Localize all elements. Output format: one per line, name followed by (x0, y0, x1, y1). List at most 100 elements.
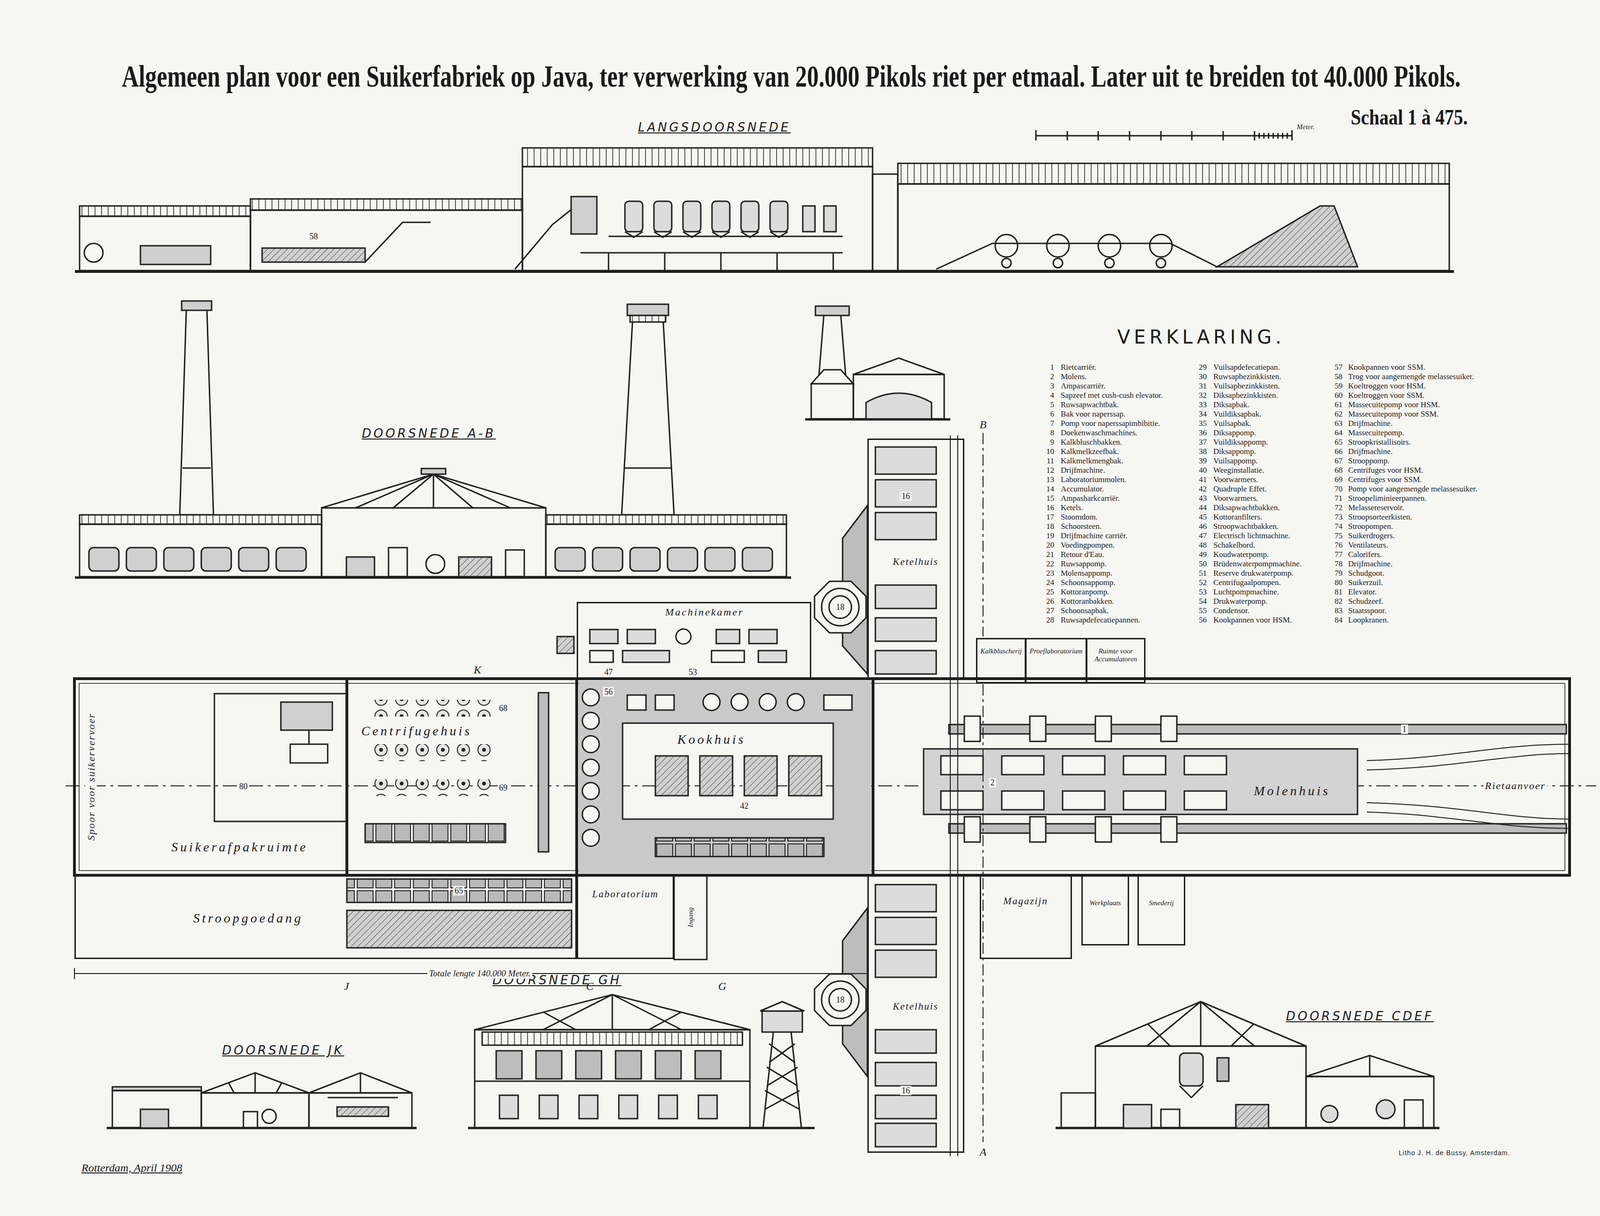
legend-number-holder: 42 (1198, 484, 1207, 494)
legend-number-holder: 8 (1050, 428, 1055, 438)
ground-plan-part (711, 650, 745, 663)
legend-number: 19 (1046, 531, 1055, 541)
legend-number-holder: 47 (1198, 531, 1207, 541)
section-gh-part (698, 1095, 718, 1119)
cross-section-ab-part (545, 514, 787, 525)
longitudinal-section-part (1217, 205, 1358, 267)
legend-entry-holder: Kookpannen voor HSM. (1213, 615, 1292, 625)
legend-number: 32 (1198, 390, 1207, 401)
legend-entry-holder: Schudgoot. (1348, 568, 1385, 579)
ground-plan-part (964, 716, 981, 742)
legend-entry-holder: Ketels. (1060, 503, 1084, 513)
boiler-elevation-part (815, 306, 850, 316)
longitudinal-section-part (872, 174, 898, 271)
section-jk-part (201, 1093, 309, 1129)
legend-entry-holder: Condensor. (1213, 606, 1250, 616)
ground-plan-part (367, 779, 492, 797)
legend-entry-holder: Luchtpompmachine. (1213, 587, 1279, 597)
legend-number-holder: 20 (1046, 540, 1055, 551)
section-gh-part (766, 1067, 798, 1087)
room-name: Ketelhuis (891, 1000, 940, 1013)
ground-plan-part (716, 629, 740, 644)
section-jk-part (262, 1109, 277, 1124)
section-gh-part (543, 994, 613, 1030)
callout-number: 16 (900, 1086, 912, 1096)
legend-number: 49 (1198, 550, 1207, 560)
legend-entry-holder: Koeltroggen voor HSM. (1348, 381, 1426, 391)
legend-number: 83 (1334, 606, 1343, 616)
section-cdef-part (1123, 1104, 1152, 1129)
legend-entry-holder: Schakelbord. (1213, 540, 1256, 551)
section-cdef-part (1306, 1055, 1434, 1077)
legend-entry: Stroopwachtbakken. (1213, 521, 1279, 532)
longitudinal-section-part (770, 201, 788, 232)
legend-number: 22 (1046, 559, 1055, 569)
legend-entry: Melassereservoir. (1348, 503, 1404, 513)
room-name: Molenhuis (1252, 783, 1332, 799)
legend-number: 48 (1198, 540, 1207, 551)
ground-plan (65, 433, 1597, 1157)
longitudinal-section (74, 147, 1454, 272)
section-gh-part (499, 1095, 519, 1119)
legend-number: 13 (1046, 475, 1055, 485)
ground-plan-part (589, 650, 614, 663)
legend-entry-holder: Drijfmachine. (1348, 559, 1393, 569)
legend-entry-holder: Ruwsappomp. (1060, 559, 1107, 569)
legend-number-holder: 82 (1334, 596, 1343, 607)
ground-plan-part (622, 723, 834, 820)
legend-number: 51 (1198, 568, 1207, 579)
room-box: Magazijn (979, 875, 1072, 960)
room-name: Laboratorium (590, 888, 661, 900)
legend-number-holder: 17 (1046, 512, 1055, 522)
section-mark: C (586, 980, 594, 994)
room-box: Werkplaats (1081, 875, 1130, 946)
legend-number: 43 (1198, 493, 1207, 504)
legend-entry-holder: Vuilsappomp. (1213, 456, 1258, 466)
legend-entry-holder: Centrifuges voor HSM. (1348, 465, 1424, 476)
section-gh-part (766, 1067, 798, 1087)
legend-entry: Ventilateurs. (1348, 540, 1388, 551)
legend-number: 67 (1334, 456, 1343, 466)
longitudinal-section-part (653, 201, 672, 232)
legend-number: 39 (1198, 456, 1207, 466)
section-gh-part (496, 1050, 522, 1079)
ground-plan-part (829, 595, 852, 619)
legend-entry: Stroopeliminieerpannen. (1348, 493, 1427, 504)
legend-number: 40 (1198, 465, 1207, 476)
legend-entry: Vuilsapdefecatiepan. (1213, 362, 1280, 373)
legend-entry: Reserve drukwaterpomp. (1213, 568, 1294, 579)
callout-number: 16 (900, 491, 912, 502)
ground-plan-part (655, 837, 824, 857)
note-text-holder: Spoor voor suikervervoer (84, 711, 97, 843)
ground-plan-part (655, 695, 675, 711)
legend-entry: Diksappomp. (1213, 447, 1256, 457)
cross-section-ab-part (182, 467, 211, 470)
legend-number-holder: 28 (1046, 615, 1055, 625)
legend-entry-holder: Diksappomp. (1213, 447, 1256, 457)
section-cdef-part (1321, 1105, 1338, 1123)
legend-entry: Molens. (1060, 372, 1087, 382)
legend-entry-holder: Centrifugaalpompen. (1213, 578, 1281, 588)
legend-number-holder: 54 (1198, 596, 1207, 607)
legend-number-holder: 58 (1334, 372, 1343, 382)
section-gh-part (764, 1090, 800, 1110)
cross-section-ab-part (627, 304, 669, 316)
legend-entry: Pomp voor naperssapimbibitie. (1060, 418, 1160, 429)
ground-plan-part (1366, 802, 1570, 820)
room-name: Stroopgoedang (191, 910, 305, 926)
ground-plan-part (674, 875, 707, 960)
legend-entry: Weeginstallatie. (1213, 465, 1265, 476)
ground-plan-part (65, 785, 1597, 787)
legend-entry: Koeltroggen voor SSM. (1348, 390, 1425, 401)
legend-entry: Diksapwachtbakken. (1213, 503, 1280, 513)
ground-plan-part (875, 617, 937, 642)
legend-entry-holder: Electrisch lichtmachine. (1213, 531, 1291, 541)
legend-number-holder: 21 (1046, 550, 1055, 560)
legend-entry: Loopkranen. (1348, 615, 1389, 625)
legend-number-holder: 67 (1334, 456, 1343, 466)
ground-plan-part (582, 689, 600, 706)
legend-number: 56 (1198, 615, 1207, 625)
cross-section-ab-part (545, 524, 787, 577)
legend-number: 30 (1198, 372, 1207, 382)
